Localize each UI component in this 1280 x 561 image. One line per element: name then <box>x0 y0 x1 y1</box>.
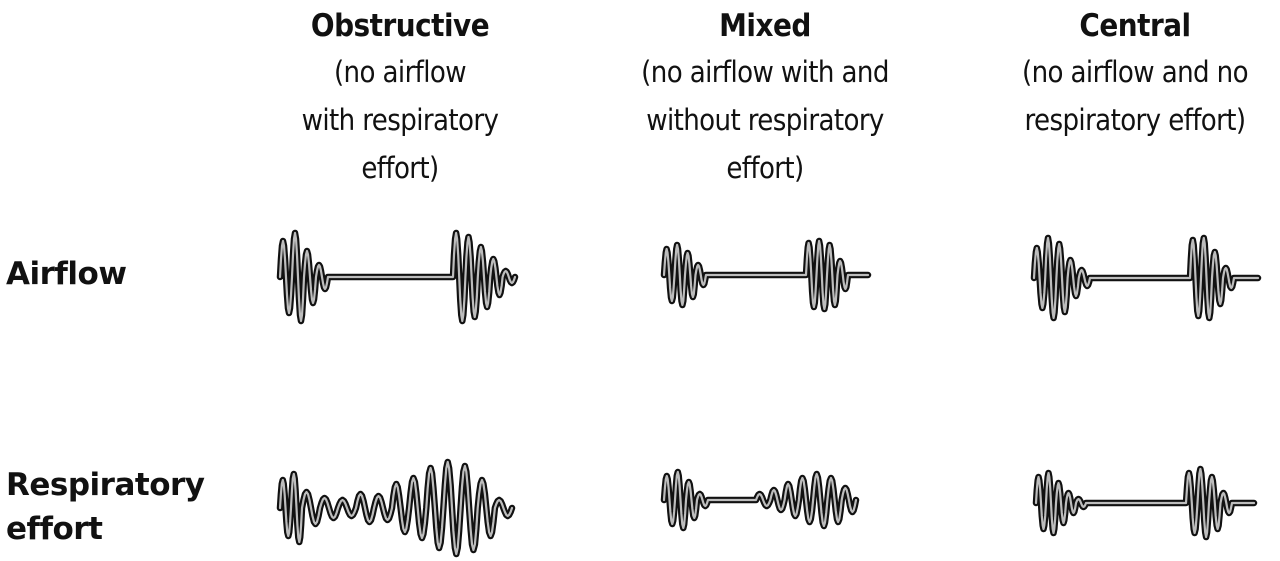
column-header-obstructive: Obstructive (no airflow with respiratory… <box>250 4 550 192</box>
column-description-obstructive: (no airflow with respiratory effort) <box>301 55 499 185</box>
trace-airflow-obstructive <box>276 229 519 325</box>
trace-effort-obstructive-highlight <box>278 460 514 556</box>
column-title-obstructive: Obstructive <box>310 8 490 44</box>
trace-airflow-central-highlight <box>1032 236 1260 320</box>
trace-airflow-central <box>1030 234 1262 322</box>
trace-effort-mixed <box>660 468 860 532</box>
trace-effort-obstructive <box>276 458 516 558</box>
column-header-mixed: Mixed (no airflow with and without respi… <box>615 4 915 192</box>
column-title-mixed: Mixed <box>719 8 811 44</box>
row-label-respiratory-effort: Respiratory effort <box>6 467 205 547</box>
trace-effort-mixed-highlight <box>662 470 858 530</box>
column-description-mixed: (no airflow with and without respiratory… <box>641 55 889 185</box>
trace-airflow-mixed-highlight <box>662 239 870 311</box>
row-label-airflow: Airflow <box>6 256 127 292</box>
column-title-central: Central <box>1079 8 1191 44</box>
trace-airflow-obstructive-highlight <box>278 231 517 323</box>
trace-effort-central-highlight <box>1034 467 1256 539</box>
column-header-central: Central (no airflow and no respiratory e… <box>985 4 1280 144</box>
column-description-central: (no airflow and no respiratory effort) <box>1021 55 1249 137</box>
trace-effort-central <box>1032 465 1258 541</box>
trace-airflow-mixed <box>660 237 872 313</box>
